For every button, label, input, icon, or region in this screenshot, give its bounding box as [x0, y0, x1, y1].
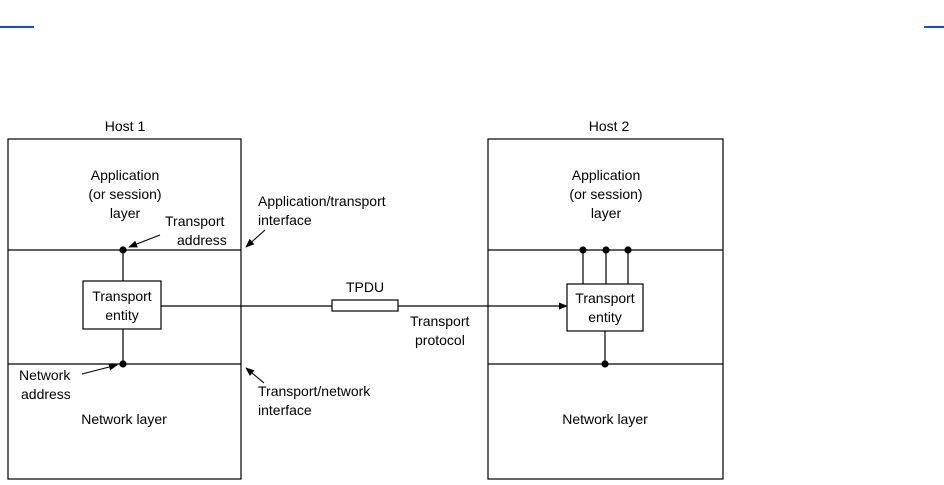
app-transport-interface-line2: interface [258, 212, 312, 228]
tpdu-label: TPDU [346, 279, 384, 295]
host2-network-layer: Network layer [562, 411, 648, 427]
host1-entity-line1: Transport [92, 288, 152, 304]
host2-app-layer-line1: Application [572, 167, 641, 183]
host1-app-layer-line1: Application [91, 167, 160, 183]
transport-protocol-line2: protocol [415, 332, 465, 348]
app-transport-interface-line1: Application/transport [258, 193, 386, 209]
host2-transport-address-dot-1 [579, 246, 586, 253]
host2-entity-line1: Transport [575, 290, 635, 306]
network-address-line1: Network [19, 367, 71, 383]
host2-transport-address-dot-3 [624, 246, 631, 253]
transport-address-line2: address [177, 232, 227, 248]
host2-app-layer-line3: layer [591, 205, 622, 221]
host1-title: Host 1 [105, 118, 146, 134]
host1-app-layer-line2: (or session) [88, 186, 161, 202]
host2-title: Host 2 [589, 118, 630, 134]
transport-network-interface-line1: Transport/network [258, 383, 371, 399]
tpdu-packet [332, 300, 398, 311]
host1-entity-line2: entity [105, 307, 138, 323]
host2-entity-line2: entity [588, 309, 621, 325]
transport-address-line1: Transport [165, 213, 225, 229]
host2-transport-address-dot-2 [602, 246, 609, 253]
transport-network-interface-line2: interface [258, 402, 312, 418]
network-address-line2: address [21, 386, 71, 402]
app-transport-interface-arrow [246, 230, 265, 247]
host1-network-layer: Network layer [81, 411, 167, 427]
transport-protocol-line1: Transport [410, 313, 470, 329]
host2-app-layer-line2: (or session) [569, 186, 642, 202]
network-address-arrow [82, 365, 117, 374]
transport-address-arrow [129, 235, 160, 247]
host1-transport-address-dot [119, 246, 126, 253]
host1-app-layer-line3: layer [110, 205, 141, 221]
transport-network-interface-arrow [246, 368, 264, 383]
host2-network-address-dot [601, 360, 608, 367]
host1-network-address-dot [119, 360, 126, 367]
